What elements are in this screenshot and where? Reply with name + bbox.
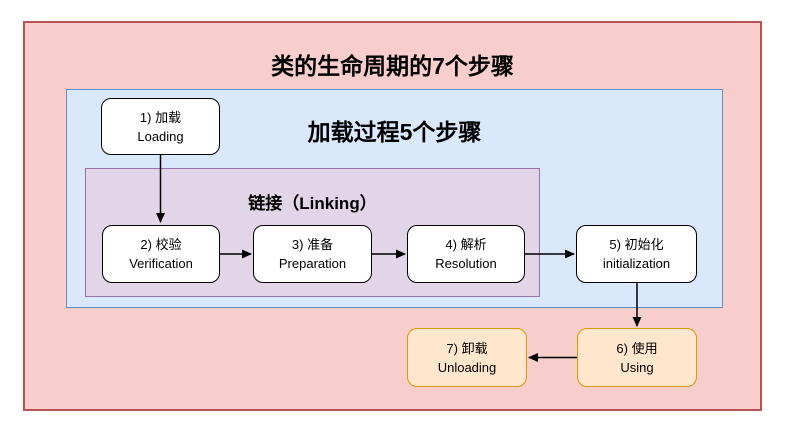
node-resolution-label-zh: 4) 解析	[445, 237, 487, 252]
node-verification: 2) 校验 Verification	[102, 225, 220, 283]
node-resolution-label-en: Resolution	[435, 256, 497, 271]
node-loading-label-en: Loading	[137, 128, 184, 144]
node-preparation-label-zh: 3) 准备	[291, 237, 334, 252]
node-unloading: 7) 卸载 Unloading	[407, 328, 527, 387]
diagram-title: 类的生命周期的7个步骤	[271, 53, 514, 79]
node-preparation-label-en: Preparation	[278, 256, 347, 271]
node-using-label-zh: 6) 使用	[616, 340, 658, 356]
node-unloading-label-zh: 7) 卸载	[446, 340, 488, 356]
node-using: 6) 使用 Using	[577, 328, 697, 387]
node-initialization-label-en: initialization	[602, 256, 671, 271]
node-using-label-en: Using	[620, 359, 654, 375]
node-initialization: 5) 初始化 initialization	[576, 225, 697, 283]
node-verification-label-en: Verification	[129, 256, 193, 271]
node-unloading-label-en: Unloading	[437, 359, 497, 375]
node-loading: 1) 加载 Loading	[101, 98, 220, 155]
node-verification-label-zh: 2) 校验	[140, 237, 182, 252]
node-preparation: 3) 准备 Preparation	[253, 225, 372, 283]
linking-group-title: 链接（Linking）	[248, 194, 377, 213]
loading-process-group-title: 加载过程5个步骤	[307, 119, 482, 145]
node-initialization-label-zh: 5) 初始化	[609, 237, 664, 252]
node-resolution: 4) 解析 Resolution	[407, 225, 525, 283]
node-loading-label-zh: 1) 加载	[139, 109, 182, 125]
